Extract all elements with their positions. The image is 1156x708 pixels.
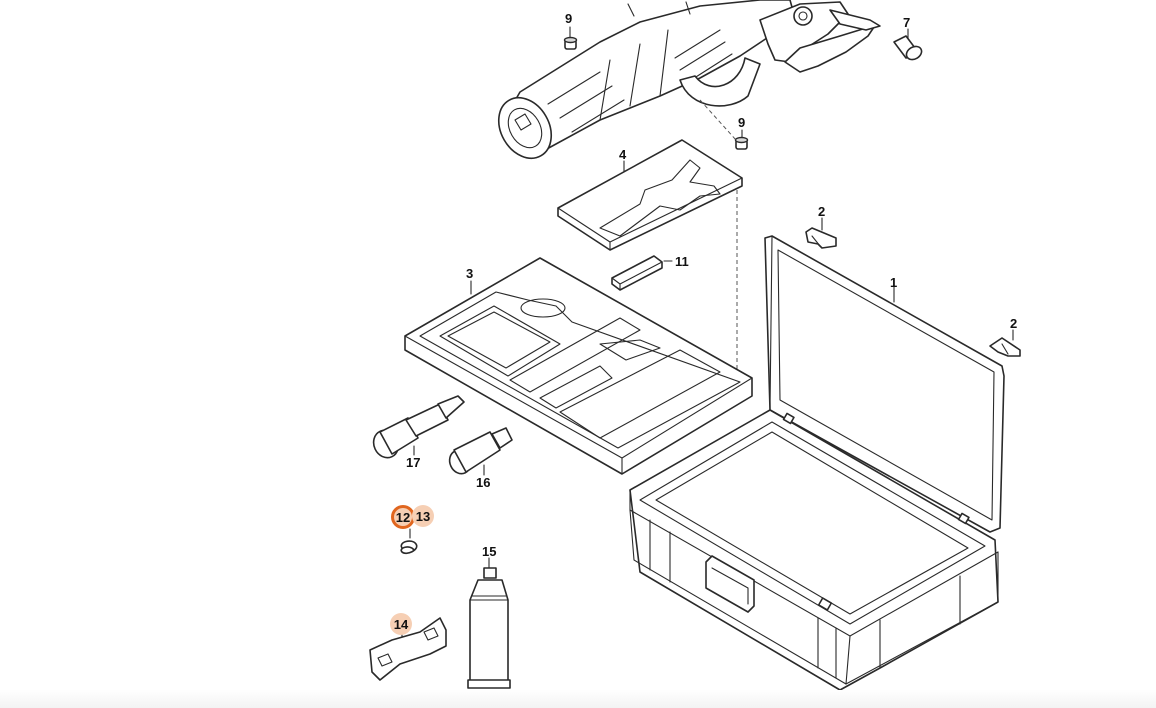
callout-part-2-right: 2 [1010,316,1018,331]
part-1-carrying-case [629,235,1005,691]
callout-part-17: 17 [406,455,421,470]
hotspot-part-13[interactable]: 13 [412,505,434,527]
pruning-shear-drawing [497,0,881,159]
callout-part-4: 4 [619,147,627,162]
part-7-pin [893,28,923,61]
callout-part-9-top: 9 [565,11,573,26]
part-4-foam-insert [557,139,743,370]
callout-part-9-bottom: 9 [738,115,746,130]
callout-part-11: 11 [675,254,689,269]
callout-part-2-top: 2 [818,204,826,219]
part-9-screw-bottom [699,99,749,150]
part-17-drift-tool [372,395,465,459]
callout-part-15: 15 [482,544,497,559]
part-2-latch-right [989,329,1021,357]
callout-part-16: 16 [476,475,491,490]
part-12-13-spring-clip [400,528,418,555]
callout-part-7: 7 [903,15,911,30]
hotspot-part-12[interactable]: 12 [391,505,415,529]
callout-part-1: 1 [890,275,898,290]
part-11-pad [611,255,673,291]
part-16-socket-tool [448,427,513,476]
callout-part-3: 3 [466,266,474,281]
bottom-edge-shadow [0,690,1156,708]
part-3-tray [404,257,753,475]
part-15-grease-tube [467,557,511,689]
hotspot-part-14[interactable]: 14 [390,613,412,635]
part-2-latch-top [805,217,837,249]
part-9-screw-top [563,26,578,50]
